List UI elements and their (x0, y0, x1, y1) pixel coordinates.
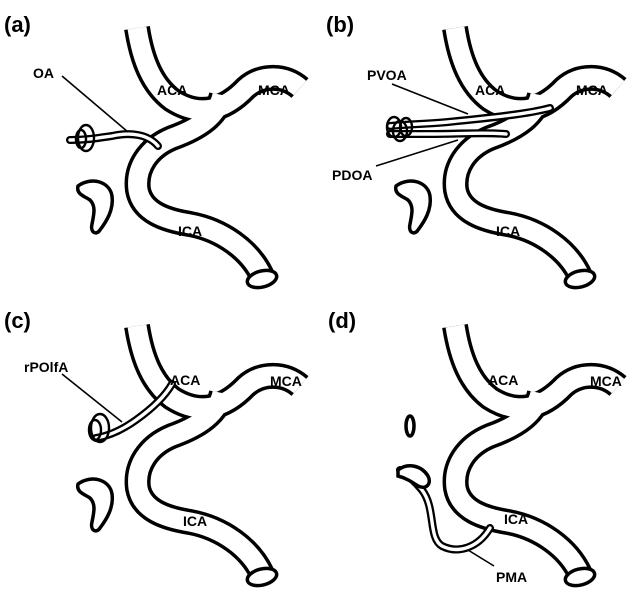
panel-b: (b) PVOA PDOA ACA MCA ICA (326, 12, 618, 290)
panel-a-letter: (a) (4, 12, 31, 37)
panel-c-aca-label: ACA (170, 372, 200, 388)
panel-a-oa-label: OA (33, 65, 54, 81)
panel-a-mca-label: MCA (258, 82, 290, 98)
panel-c-anatomical-blob (78, 479, 113, 531)
panel-d-aca-label: ACA (488, 372, 518, 388)
panel-b-anatomical-blob (396, 181, 431, 233)
panel-b-aca-label: ACA (475, 82, 505, 98)
panel-b-pdoa-leader (376, 140, 458, 166)
panel-d-letter: (d) (328, 308, 356, 333)
panel-d-pma-leader (468, 550, 494, 566)
panel-d-pma-label: PMA (496, 569, 527, 585)
panel-a-ica-label: ICA (178, 223, 202, 239)
panel-c-rpolfa-leader (62, 374, 122, 422)
panel-b-letter: (b) (326, 12, 354, 37)
panel-c-vessel-tree (137, 326, 300, 588)
panel-a-vessel-tree (137, 28, 300, 290)
panel-c-mca-label: MCA (270, 373, 302, 389)
panel-b-pdoa-label: PDOA (332, 167, 372, 183)
panel-d: (d) PMA ACA MCA ICA (328, 308, 622, 588)
panel-b-ica-label: ICA (496, 223, 520, 239)
panel-a: (a) OA ACA MCA ICA (4, 12, 300, 290)
panel-b-pvoa-leader (392, 84, 468, 114)
panel-b-mca-label: MCA (576, 82, 608, 98)
panel-d-ica-label: ICA (504, 511, 528, 527)
panel-d-orbit-shape (398, 466, 429, 488)
panel-a-anatomical-blob (78, 181, 113, 233)
panel-d-small-oval (406, 416, 414, 436)
panel-c: (c) rPOlfA ACA MCA ICA (4, 308, 302, 588)
panel-a-aca-label: ACA (157, 82, 187, 98)
panel-c-letter: (c) (4, 308, 31, 333)
panel-b-vessel-tree (455, 28, 618, 290)
panel-b-pvoa-label: PVOA (367, 67, 407, 83)
panel-c-rpolfa-label: rPOlfA (24, 359, 68, 375)
panel-d-vessel-tree (455, 326, 618, 588)
panel-d-mca-label: MCA (590, 373, 622, 389)
panel-a-oa-leader (62, 76, 128, 132)
panel-c-ica-label: ICA (183, 513, 207, 529)
